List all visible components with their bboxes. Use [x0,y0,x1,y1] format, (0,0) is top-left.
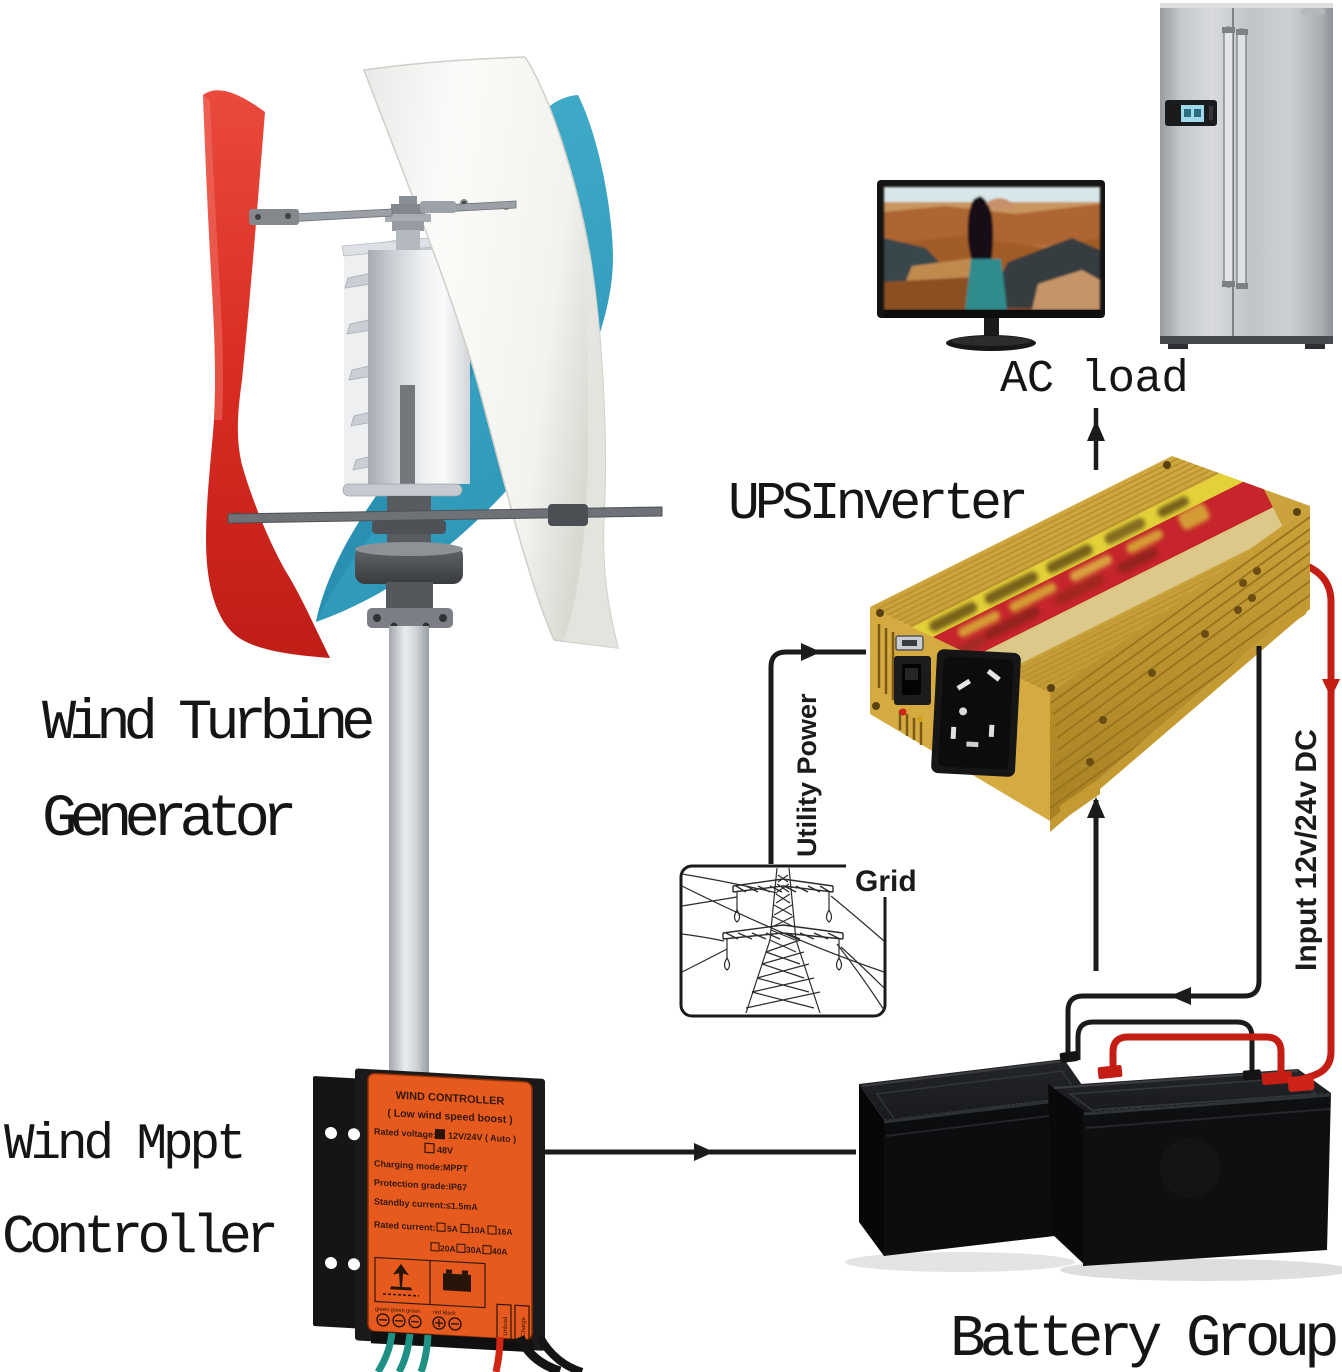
svg-text:Utility Power: Utility Power [792,693,822,857]
svg-text:Wind Mppt: Wind Mppt [4,1117,243,1174]
svg-text:Battery Group: Battery Group [950,1306,1336,1372]
svg-text:AC load: AC load [1000,353,1188,405]
svg-text:16A: 16A [497,1226,513,1237]
svg-text:Grid: Grid [855,865,917,898]
svg-text:10A: 10A [470,1225,486,1236]
svg-text:UPSInverter: UPSInverter [728,474,1025,534]
svg-text:Rated current:: Rated current: [374,1219,435,1232]
svg-text:5A: 5A [447,1223,458,1234]
svg-text:48V: 48V [437,1145,453,1156]
svg-text:red Black: red Black [433,1310,456,1317]
svg-text:12V/24V ( Auto ): 12V/24V ( Auto ) [448,1131,516,1145]
svg-text:Unload: Unload [503,1317,509,1336]
svg-text:Generator: Generator [42,786,293,853]
svg-text:Charge: Charge [521,1316,527,1337]
svg-text:Controller: Controller [2,1206,275,1269]
svg-text:40A: 40A [492,1246,508,1257]
svg-text:Rated voltage:: Rated voltage: [374,1126,436,1139]
svg-text:Wind Turbine: Wind Turbine [42,692,372,756]
svg-text:20A: 20A [440,1243,456,1254]
svg-text:green green green: green green green [375,1306,420,1315]
svg-text:Input 12v/24v DC: Input 12v/24v DC [1290,729,1323,971]
svg-text:30A: 30A [466,1245,482,1256]
